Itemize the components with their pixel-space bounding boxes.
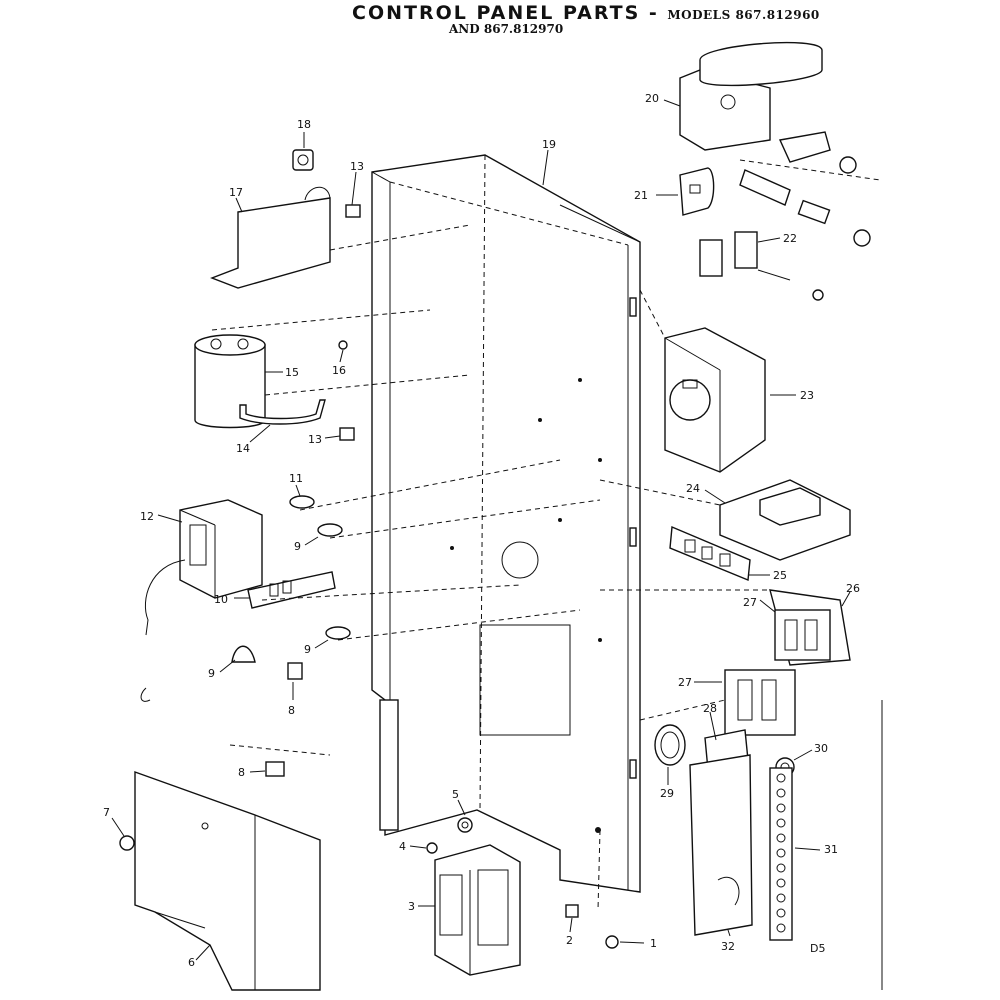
part-label-20: 20 (645, 92, 659, 105)
part-label-27-upper: 27 (743, 596, 757, 609)
terminal-screw (776, 818, 786, 828)
part-label-6: 6 (188, 956, 195, 969)
part-label-5: 5 (452, 788, 459, 801)
title-main: CONTROL PANEL PARTS - (352, 2, 659, 24)
ring-29 (654, 724, 686, 766)
terminal-screw (776, 923, 786, 933)
screw-4 (426, 842, 438, 854)
part-label-19: 19 (542, 138, 556, 151)
part-label-29: 29 (660, 787, 674, 800)
part-label-15: 15 (285, 366, 299, 379)
clip-13-upper (345, 204, 361, 218)
control-panel-chassis (371, 154, 641, 893)
clip-13-lower (339, 427, 355, 441)
grommet-18 (292, 149, 314, 171)
part-label-17: 17 (229, 186, 243, 199)
part-label-12: 12 (140, 510, 154, 523)
terminal-block-31 (769, 767, 793, 941)
part-label-13-lower: 13 (308, 433, 322, 446)
transformer-24 (719, 479, 851, 561)
diagram-subtitle: AND 867.812970 (449, 22, 564, 36)
part-label-16: 16 (332, 364, 346, 377)
part-label-31: 31 (824, 843, 838, 856)
terminal-screw (776, 878, 786, 888)
screw-2 (565, 904, 579, 918)
part-label-10: 10 (214, 593, 228, 606)
terminal-screw (776, 788, 786, 798)
part-label-9-lower: 9 (208, 667, 215, 680)
shaft-assembly (739, 169, 871, 247)
thermostat-21 (679, 167, 715, 216)
switch-bracket-22 (699, 231, 824, 301)
part-label-30: 30 (814, 742, 828, 755)
front-cover-6 (134, 771, 321, 991)
part-label-27-lower: 27 (678, 676, 692, 689)
nut-5 (457, 817, 473, 833)
alignment-lines (211, 159, 881, 911)
mounting-bracket-17 (210, 186, 331, 289)
terminal-screw (776, 893, 786, 903)
part-labels: 1 2 3 4 5 6 7 8 8 9 9 9 10 11 12 13 13 1… (103, 92, 860, 969)
title-models: MODELS 867.812960 (667, 8, 820, 22)
part-label-24: 24 (686, 482, 700, 495)
part-label-14: 14 (236, 442, 250, 455)
nut-1 (605, 935, 619, 949)
part-label-4: 4 (399, 840, 406, 853)
defrost-timer-23 (664, 327, 766, 473)
contactor-3 (434, 844, 521, 976)
relay-12 (140, 499, 263, 702)
part-label-8-upper: 8 (288, 704, 295, 717)
knob-7 (119, 835, 135, 851)
corner-code: D5 (810, 942, 825, 955)
terminal-board-10 (247, 571, 336, 609)
capacitor-15 (194, 334, 266, 429)
terminal-screw (776, 848, 786, 858)
part-label-8-lower: 8 (238, 766, 245, 779)
part-label-22: 22 (783, 232, 797, 245)
part-label-28: 28 (703, 702, 717, 715)
timer-motor-20 (679, 41, 857, 174)
terminal-screw (776, 863, 786, 873)
screw-16 (338, 340, 348, 350)
part-label-3: 3 (408, 900, 415, 913)
clamp-11 (289, 495, 315, 509)
terminal-screws (776, 773, 786, 933)
clamp-9-lower (231, 645, 256, 663)
part-label-23: 23 (800, 389, 814, 402)
terminal-screw (776, 773, 786, 783)
part-label-7: 7 (103, 806, 110, 819)
part-label-1: 1 (650, 937, 657, 950)
capacitor-strap-14 (239, 399, 326, 425)
clamp-9-middle (325, 626, 351, 640)
clamp-9-upper (317, 523, 343, 537)
part-label-21: 21 (634, 189, 648, 202)
part-label-9-middle: 9 (304, 643, 311, 656)
diagram-title: CONTROL PANEL PARTS - MODELS 867.812960 (352, 2, 820, 24)
terminal-screw (776, 803, 786, 813)
part-label-18: 18 (297, 118, 311, 131)
terminal-strip-25 (669, 525, 751, 582)
grommet-8-upper (287, 662, 303, 680)
relay-27-upper (774, 609, 831, 661)
part-label-2: 2 (566, 934, 573, 947)
part-label-9-upper: 9 (294, 540, 301, 553)
part-label-32: 32 (721, 940, 735, 953)
part-label-11: 11 (289, 472, 303, 485)
relay-27-lower (724, 669, 796, 736)
leader-lines (111, 99, 851, 961)
terminal-screw (776, 908, 786, 918)
terminal-screw (776, 833, 786, 843)
part-label-26: 26 (846, 582, 860, 595)
cover-32 (689, 754, 753, 936)
part-label-25: 25 (773, 569, 787, 582)
part-label-13-upper: 13 (350, 160, 364, 173)
grommet-8-lower (265, 761, 285, 777)
